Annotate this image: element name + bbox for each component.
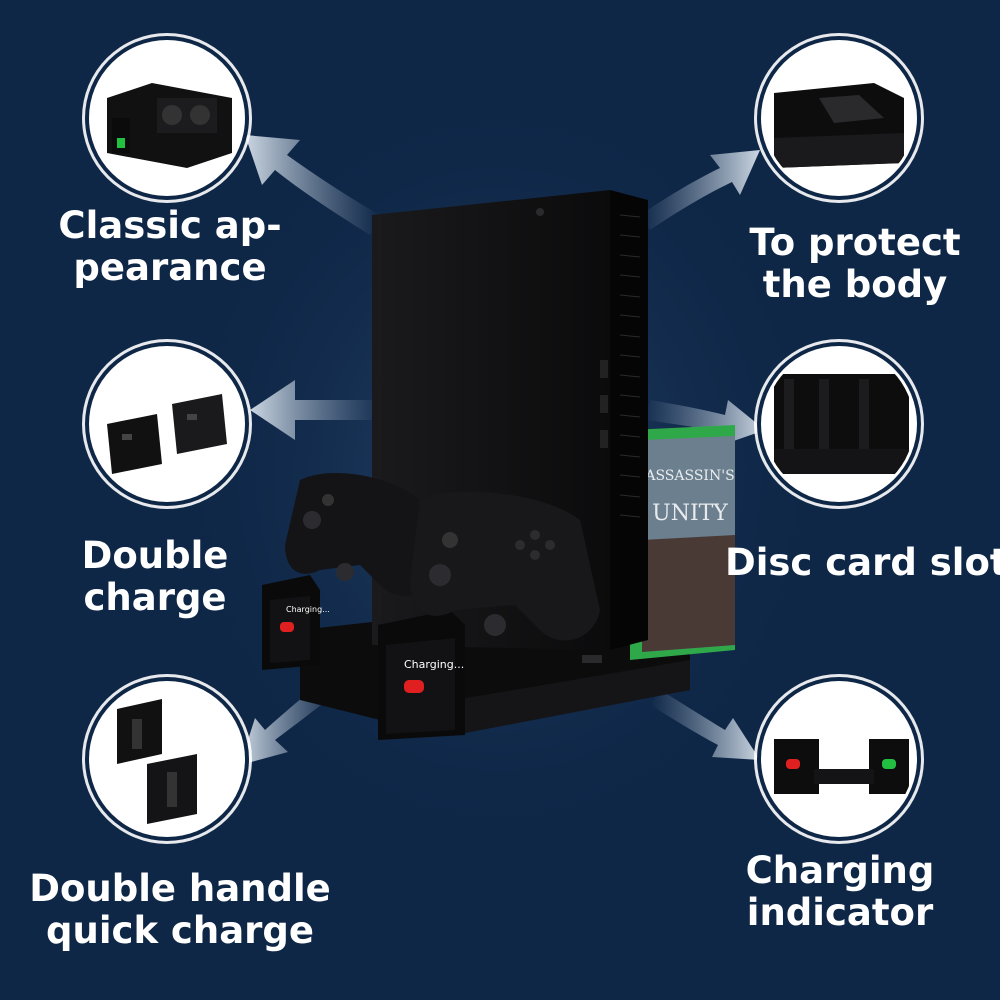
- label-line: Charging: [745, 849, 935, 892]
- right-charging-dock: Charging...: [378, 610, 465, 740]
- label-line: quick charge: [46, 909, 314, 952]
- svg-text:UNITY: UNITY: [652, 501, 728, 526]
- feature-circle-disc-slot: [761, 346, 917, 502]
- label-disc-slot: Disc card slot: [725, 541, 1000, 584]
- label-line: Classic ap-: [58, 204, 282, 247]
- label-double-handle: Double handle quick charge: [25, 868, 335, 952]
- label-line: charge: [83, 576, 227, 619]
- feature-circle-charging-indicator: [761, 681, 917, 837]
- feature-circle-double-charge: [89, 346, 245, 502]
- controller-icon: [404, 680, 424, 693]
- charging-text-right: Charging...: [404, 658, 464, 671]
- label-line: indicator: [746, 891, 934, 934]
- charging-docks-image: [117, 699, 197, 824]
- label-line: Double: [81, 534, 229, 577]
- label-line: To protect: [749, 221, 961, 264]
- label-protect-body: To protect the body: [735, 222, 975, 306]
- arrow-icon: [640, 150, 760, 230]
- game-case: ASSASSIN'S UNITY: [630, 425, 735, 660]
- label-line: Disc card slot: [725, 541, 1000, 584]
- stand-corner-image: [774, 83, 904, 168]
- left-controller: [285, 472, 430, 596]
- indicator-lights-image: [774, 739, 909, 794]
- label-classic-appearance: Classic ap- pearance: [50, 205, 290, 289]
- label-line: Double handle: [29, 867, 331, 910]
- label-line: pearance: [73, 246, 267, 289]
- controller-icon: [882, 759, 896, 769]
- svg-text:ASSASSIN'S: ASSASSIN'S: [644, 468, 734, 484]
- arrow-icon: [245, 135, 380, 235]
- feature-circle-double-handle: [89, 681, 245, 837]
- controller-icon: [280, 622, 294, 632]
- left-charging-dock: Charging...: [262, 575, 330, 670]
- stand-top-view-image: [107, 83, 232, 168]
- controller-icon: [786, 759, 800, 769]
- label-charging-indicator: Charging indicator: [725, 850, 955, 934]
- feature-circle-protect-body: [761, 40, 917, 196]
- arrow-icon: [250, 380, 380, 440]
- label-line: the body: [762, 263, 948, 306]
- label-double-charge: Double charge: [40, 535, 270, 619]
- feature-circle-classic-appearance: [89, 40, 245, 196]
- charging-text-left: Charging...: [286, 605, 330, 614]
- arrow-icon: [650, 690, 760, 760]
- batteries-image: [107, 394, 227, 474]
- disc-slot-image: [774, 374, 909, 474]
- right-controller: [410, 491, 600, 641]
